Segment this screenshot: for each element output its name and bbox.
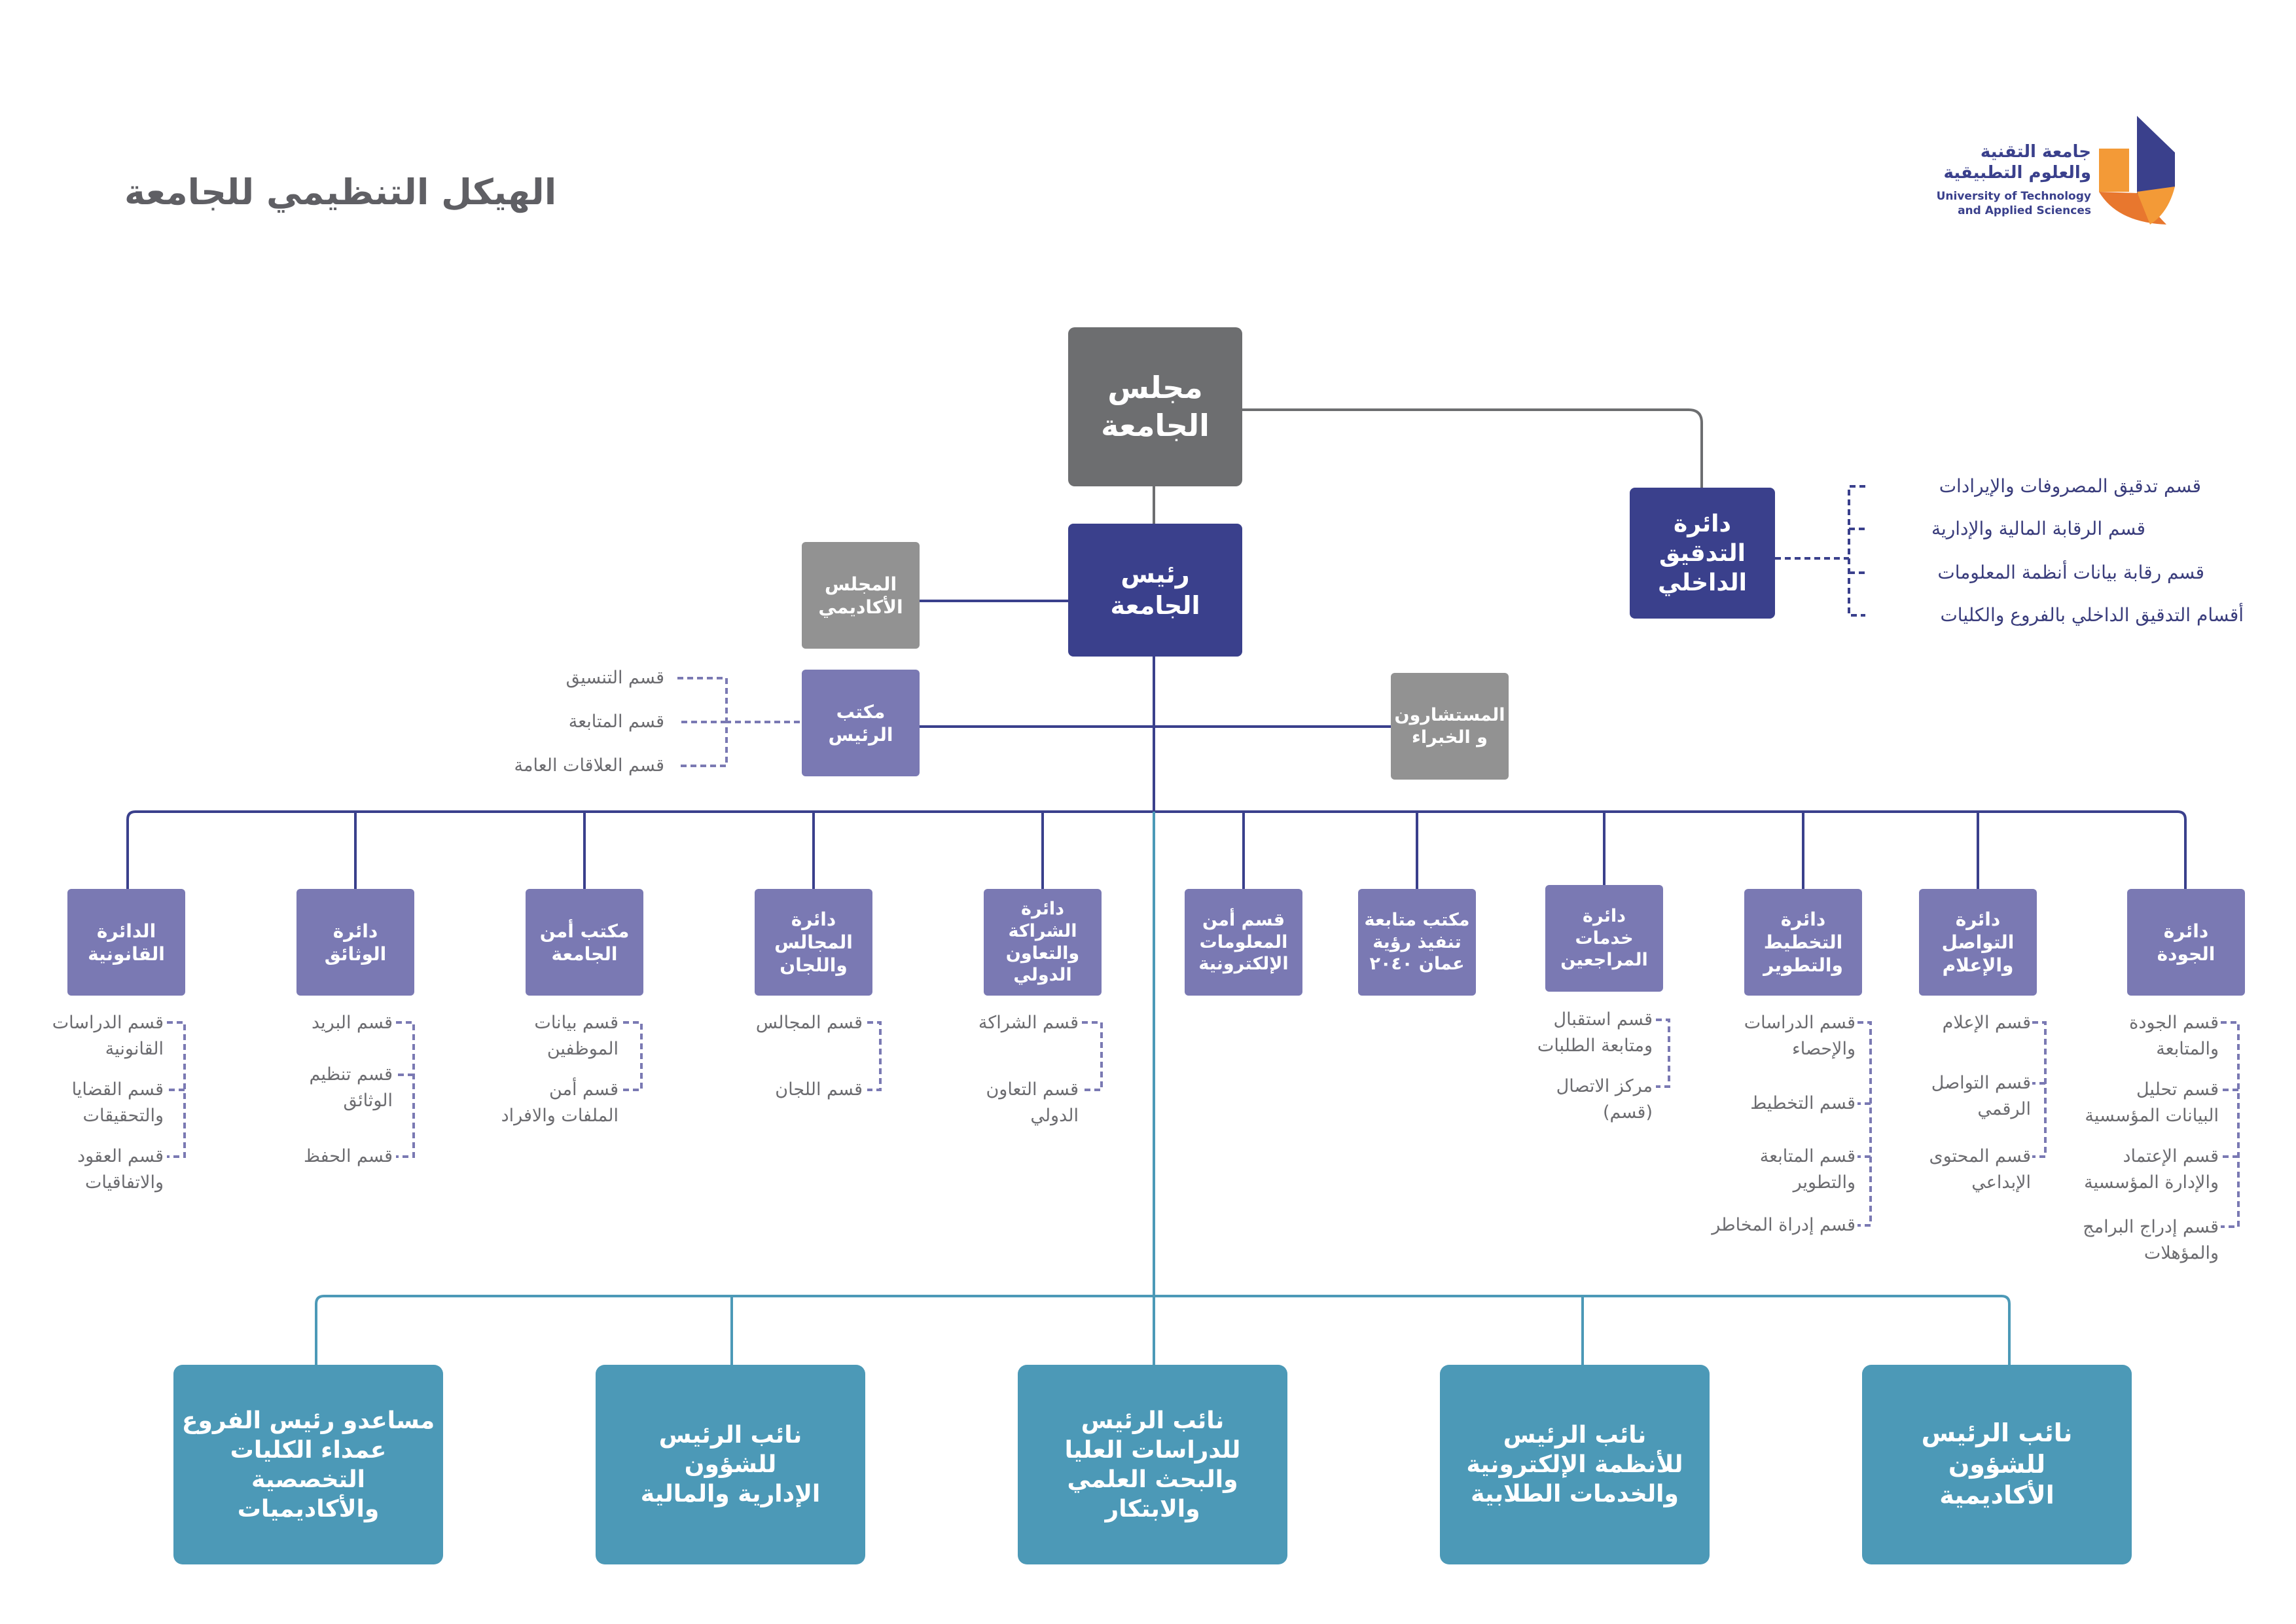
documents-section-archiving: قسم الحفظ — [304, 1146, 393, 1166]
audit-section-financial-control: قسم الرقابة المالية والإدارية — [1931, 518, 2145, 539]
vp-administrative-financial[interactable]: نائب الرئيس للشؤون الإدارية والمالية — [596, 1365, 865, 1564]
councils-section-committees: قسم اللجان — [775, 1079, 863, 1100]
planning-section-planning: قسم التخطيط — [1750, 1093, 1856, 1113]
office-vision-2040[interactable]: مكتب متابعة تنفيذ رؤية عمان ٢٠٤٠ — [1358, 889, 1476, 996]
audit-section-information-systems: قسم رقابة بيانات أنظمة المعلومات — [1937, 562, 2204, 583]
department-planning-development-label: دائرة التخطيط والتطوير — [1763, 909, 1843, 976]
communication-section-media: قسم الإعلام — [1942, 1013, 2031, 1033]
logo-english-line-2: and Applied Sciences — [1958, 204, 2091, 217]
logo-arabic-line-2: والعلوم التطبيقية — [1943, 163, 2091, 183]
office-section-coordination: قسم التنسيق — [565, 668, 664, 688]
university-council-label: مجلس الجامعة — [1101, 370, 1210, 443]
section-cyber-security[interactable]: قسم أمن المعلومات الإلكترونية — [1185, 889, 1302, 996]
vp-academic-affairs[interactable]: نائب الرئيس للشؤون الأكاديمية — [1862, 1365, 2132, 1564]
office-section-followup: قسم المتابعة — [568, 712, 664, 732]
quality-section-accreditation: قسم الإعتماد والإدارة المؤسسية — [2084, 1146, 2219, 1193]
quality-section-programs: قسم إدراج البرامج والمؤهلات — [2083, 1217, 2219, 1263]
department-planning-development[interactable]: دائرة التخطيط والتطوير — [1744, 889, 1862, 996]
department-councils-committees-label: دائرة المجالس واللجان — [774, 909, 853, 976]
office-university-security-label: مكتب أمن الجامعة — [539, 920, 630, 965]
branch-assistants-deans[interactable]: مساعدو رئيس الفروع عمداء الكليات التخصصي… — [173, 1365, 443, 1564]
department-reviewer-services-label: دائرة خدمات المراجعين — [1560, 905, 1648, 971]
partnership-section-partnership: قسم الشراكة — [978, 1013, 1079, 1033]
university-logo: جامعة التقنية والعلوم التطبيقية Universi… — [1924, 115, 2186, 232]
internal-audit-label: دائرة التدقيق الداخلي — [1657, 510, 1748, 596]
academic-council-box[interactable]: المجلس الأكاديمي — [802, 542, 920, 649]
legal-section-contracts: قسم العقود والاتفاقيات — [77, 1146, 164, 1193]
branch-assistants-deans-label: مساعدو رئيس الفروع عمداء الكليات التخصصي… — [181, 1407, 435, 1523]
advisors-experts-label: المستشارون و الخبراء — [1394, 704, 1505, 748]
reviewers-section-call-center: مركز الاتصال (قسم) — [1556, 1076, 1653, 1123]
documents-section-organization: قسم تنظيم الوثائق — [309, 1064, 393, 1111]
quality-section-followup: قسم الجودة والمتابعة — [2129, 1013, 2219, 1059]
reviewers-section-requests: قسم استقبال ومتابعة الطلبات — [1537, 1009, 1653, 1056]
internal-audit-box[interactable]: دائرة التدقيق الداخلي — [1630, 488, 1775, 619]
partnership-section-cooperation: قسم التعاون الدولي — [986, 1079, 1079, 1126]
logo-arabic-line-1: جامعة التقنية — [1980, 142, 2091, 162]
president-office-box[interactable]: مكتب الرئيس — [802, 670, 920, 776]
audit-section-branches: أقسام التدقيق الداخلي بالفروع والكليات — [1940, 604, 2244, 626]
department-quality[interactable]: دائرة الجودة — [2127, 889, 2245, 996]
university-president-label: رئيس الجامعة — [1110, 560, 1200, 620]
vp-administrative-financial-label: نائب الرئيس للشؤون الإدارية والمالية — [640, 1422, 821, 1507]
page-title: الهيكل التنظيمي للجامعة — [124, 171, 557, 213]
department-communication-media-label: دائرة التواصل والإعلام — [1941, 909, 2015, 976]
office-university-security[interactable]: مكتب أمن الجامعة — [526, 889, 643, 996]
audit-section-expenses: قسم تدقيق المصروفات والإيرادات — [1939, 475, 2201, 497]
department-partnership-cooperation-label: دائرة الشراكة والتعاون الدولي — [1005, 899, 1080, 986]
department-legal[interactable]: الدائرة القانونية — [67, 889, 185, 996]
quality-section-data-analysis: قسم تحليل البيانات المؤسسية — [2085, 1079, 2219, 1126]
university-president-box[interactable]: رئيس الجامعة — [1068, 524, 1242, 657]
department-communication-media[interactable]: دائرة التواصل والإعلام — [1919, 889, 2037, 996]
department-reviewer-services[interactable]: دائرة خدمات المراجعين — [1545, 885, 1663, 992]
department-legal-label: الدائرة القانونية — [88, 920, 165, 965]
security-section-files-personnel: قسم أمن الملفات والافراد — [501, 1079, 619, 1126]
vp-electronic-systems[interactable]: نائب الرئيس للأنظمة الإلكترونية والخدمات… — [1440, 1365, 1710, 1564]
department-partnership-cooperation[interactable]: دائرة الشراكة والتعاون الدولي — [984, 889, 1102, 996]
department-documents-label: دائرة الوثائق — [324, 920, 387, 965]
university-council-box[interactable]: مجلس الجامعة — [1068, 327, 1242, 486]
planning-section-statistics: قسم الدراسات والإحصاء — [1744, 1013, 1856, 1059]
academic-council-label: المجلس الأكاديمي — [818, 573, 903, 618]
university-logo-mark-icon — [2099, 116, 2175, 225]
planning-section-risk: قسم إدراة المخاطر — [1712, 1215, 1856, 1235]
vp-graduate-studies-label: نائب الرئيس للدراسات العليا والبحث العلم… — [1064, 1407, 1241, 1523]
security-section-employee-data: قسم بيانات الموظفين — [534, 1013, 619, 1059]
planning-section-followup: قسم المتابعة والتطوير — [1759, 1146, 1856, 1193]
vp-academic-affairs-label: نائب الرئيس للشؤون الأكاديمية — [1921, 1418, 2073, 1510]
legal-section-legal-studies: قسم الدراسات القانونية — [52, 1013, 164, 1059]
department-documents[interactable]: دائرة الوثائق — [296, 889, 414, 996]
department-councils-committees[interactable]: دائرة المجالس واللجان — [755, 889, 872, 996]
office-section-public-relations: قسم العلاقات العامة — [514, 755, 664, 776]
department-quality-label: دائرة الجودة — [2157, 920, 2215, 965]
documents-section-mail: قسم البريد — [311, 1013, 393, 1033]
communication-section-creative: قسم المحتوى الإبداعي — [1929, 1146, 2031, 1193]
legal-section-cases: قسم القضايا والتحقيقات — [71, 1079, 164, 1126]
office-vision-2040-label: مكتب متابعة تنفيذ رؤية عمان ٢٠٤٠ — [1364, 909, 1470, 975]
councils-section-councils: قسم المجالس — [755, 1013, 863, 1033]
communication-section-digital: قسم التواصل الرقمي — [1931, 1073, 2031, 1119]
logo-english-line-1: University of Technology — [1936, 190, 2091, 203]
vp-electronic-systems-label: نائب الرئيس للأنظمة الإلكترونية والخدمات… — [1466, 1422, 1683, 1507]
advisors-experts-box[interactable]: المستشارون و الخبراء — [1391, 673, 1509, 780]
vp-graduate-studies[interactable]: نائب الرئيس للدراسات العليا والبحث العلم… — [1018, 1365, 1287, 1564]
section-cyber-security-label: قسم أمن المعلومات الإلكترونية — [1198, 909, 1289, 975]
president-office-label: مكتب الرئيس — [828, 700, 893, 746]
